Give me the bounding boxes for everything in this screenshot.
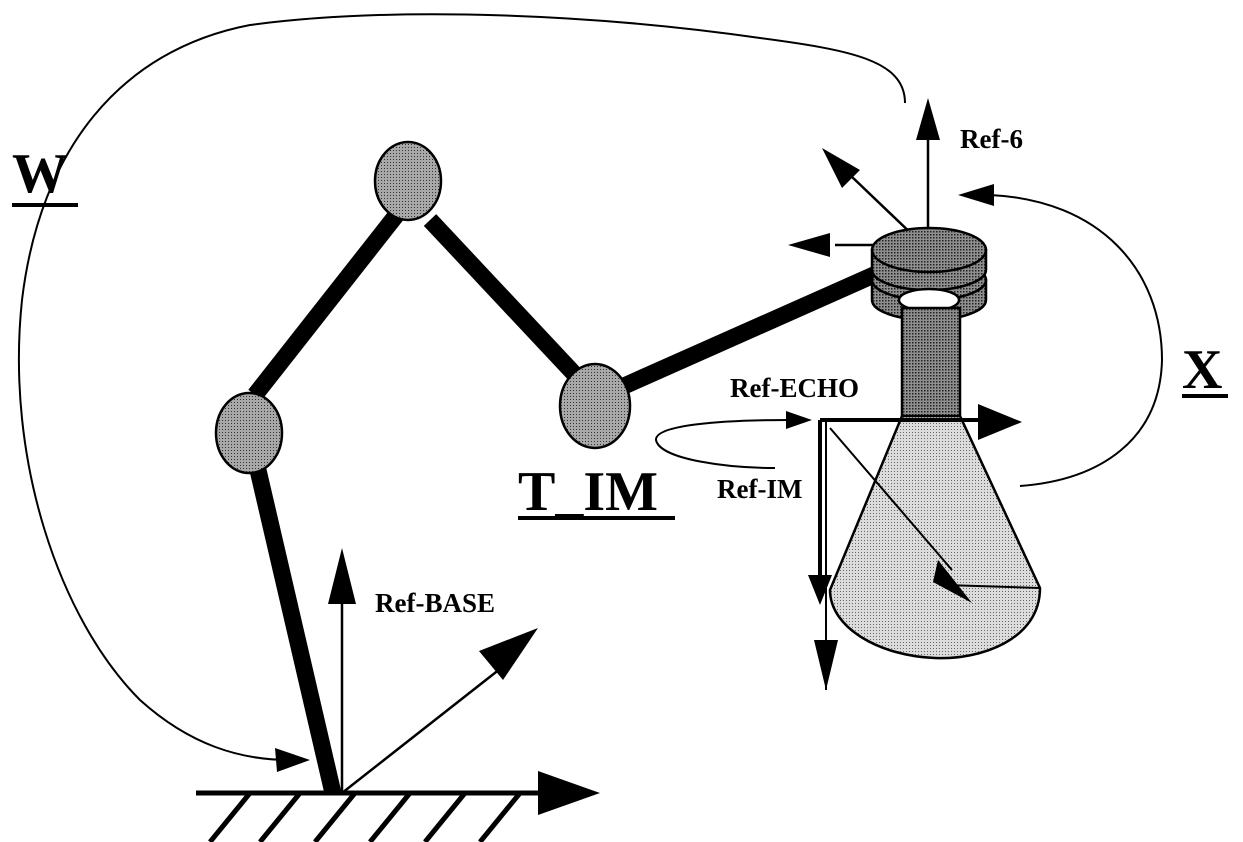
label-ref-6: Ref-6 — [960, 124, 1023, 154]
label-ref-echo: Ref-ECHO — [730, 373, 859, 403]
label-w: W — [12, 143, 68, 205]
x-transform-curve — [989, 194, 1164, 487]
joint-lower — [214, 391, 284, 475]
label-ref-base: Ref-BASE — [375, 588, 495, 618]
ref-6-x-arrowhead — [788, 233, 830, 257]
w-transform-curve — [17, 13, 906, 761]
probe-cone-baseline — [944, 584, 1041, 589]
ref-echo-x-arrowhead — [978, 404, 1022, 440]
ref-im-swirl — [654, 419, 791, 469]
ref-echo-z-arrowhead — [808, 575, 832, 605]
label-t-im: T_IM — [518, 461, 658, 523]
label-ref-im: Ref-IM — [717, 474, 802, 504]
ground-base — [196, 790, 548, 842]
base-x-arrowhead — [538, 771, 600, 815]
probe-cone — [828, 414, 1042, 660]
base-frame-axes — [328, 548, 538, 794]
robot-arm-links — [248, 207, 889, 795]
joint-top — [373, 140, 443, 222]
ref-echo-z2-arrowhead — [814, 640, 838, 690]
ref-6-z-arrowhead — [916, 98, 940, 140]
joint-middle — [558, 362, 632, 450]
x-curve-arrowhead — [958, 184, 994, 206]
ref-im-swirl-arrowhead — [786, 411, 812, 429]
label-x: X — [1182, 339, 1222, 401]
ref-6-y-arrowhead — [822, 148, 860, 188]
ref-echo-diag-arrowhead — [933, 560, 972, 603]
wrist-flange — [870, 226, 988, 322]
robot-joints — [214, 140, 632, 475]
probe-shaft — [900, 306, 962, 420]
w-curve-arrowhead — [275, 748, 310, 772]
